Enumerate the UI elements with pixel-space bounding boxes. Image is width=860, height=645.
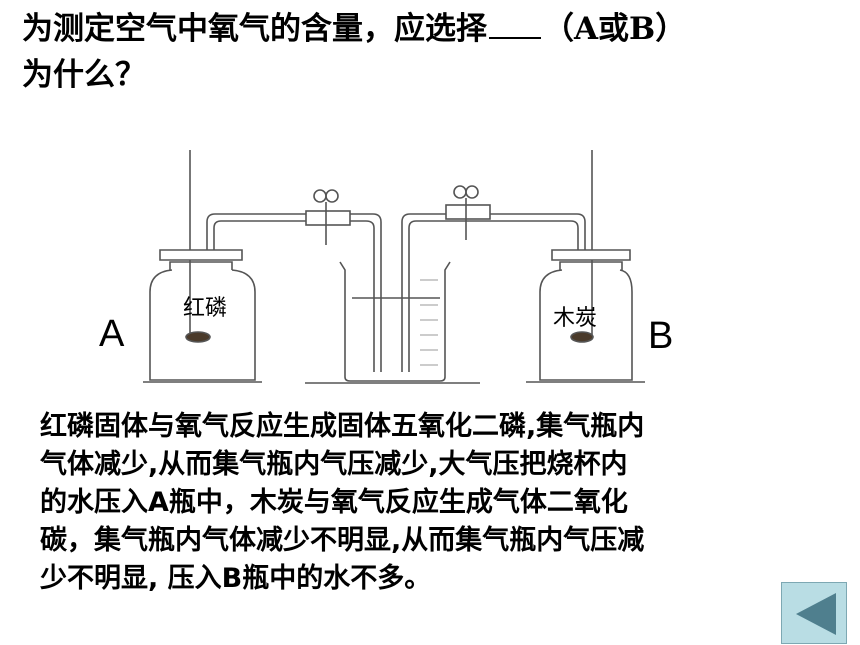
stopper-a	[159, 249, 243, 261]
bottle-a-neck	[169, 261, 233, 270]
label-charcoal: 木炭	[553, 306, 598, 331]
question-line-1: 为测定空气中氧气的含量，应选择（A或B）	[22, 6, 842, 52]
clip-b	[445, 204, 491, 220]
explanation-line: 气体减少,从而集气瓶内气压减少,大气压把烧杯内	[40, 449, 628, 480]
explanation-line: 红磷固体与氧气反应生成固体五氧化二磷,集气瓶内	[40, 411, 645, 442]
connect-tube-a	[206, 213, 382, 372]
bottle-b-neck	[559, 261, 623, 270]
connect-tube-a-inner	[213, 220, 375, 372]
spoon-b	[570, 331, 594, 343]
left-triangle-icon	[796, 593, 836, 635]
stopper-b	[551, 249, 631, 261]
gas-bottle-b	[539, 269, 633, 381]
clip-a	[305, 210, 351, 226]
experiment-apparatus	[143, 150, 645, 384]
label-red-phosphorus: 红磷	[183, 296, 228, 321]
connect-tube-b-inner	[408, 220, 579, 372]
explanation-line: 少不明显, 压入B瓶中的水不多。	[40, 563, 432, 594]
connect-tube-b	[401, 213, 586, 372]
explanation-line: 碳，集气瓶内气体减少不明显,从而集气瓶内气压减	[40, 525, 645, 556]
label-bottle-a: A	[99, 313, 125, 355]
answer-blank	[489, 7, 541, 39]
explanation-line: 的水压入A瓶中，木炭与氧气反应生成气体二氧化	[40, 487, 628, 518]
beaker	[339, 261, 451, 382]
clip-a-ring-2	[325, 189, 339, 203]
question-text: 为测定空气中氧气的含量，应选择（A或B） 为什么？	[22, 6, 842, 98]
back-button[interactable]	[781, 582, 847, 644]
question-line-2: 为什么？	[22, 57, 146, 93]
gas-bottle-a	[149, 269, 256, 381]
explanation-text: 红磷固体与氧气反应生成固体五氧化二磷,集气瓶内 气体减少,从而集气瓶内气压减少,…	[40, 408, 800, 598]
clip-a-ring-1	[313, 189, 327, 203]
label-bottle-b: B	[648, 315, 674, 357]
spoon-a	[185, 331, 211, 343]
